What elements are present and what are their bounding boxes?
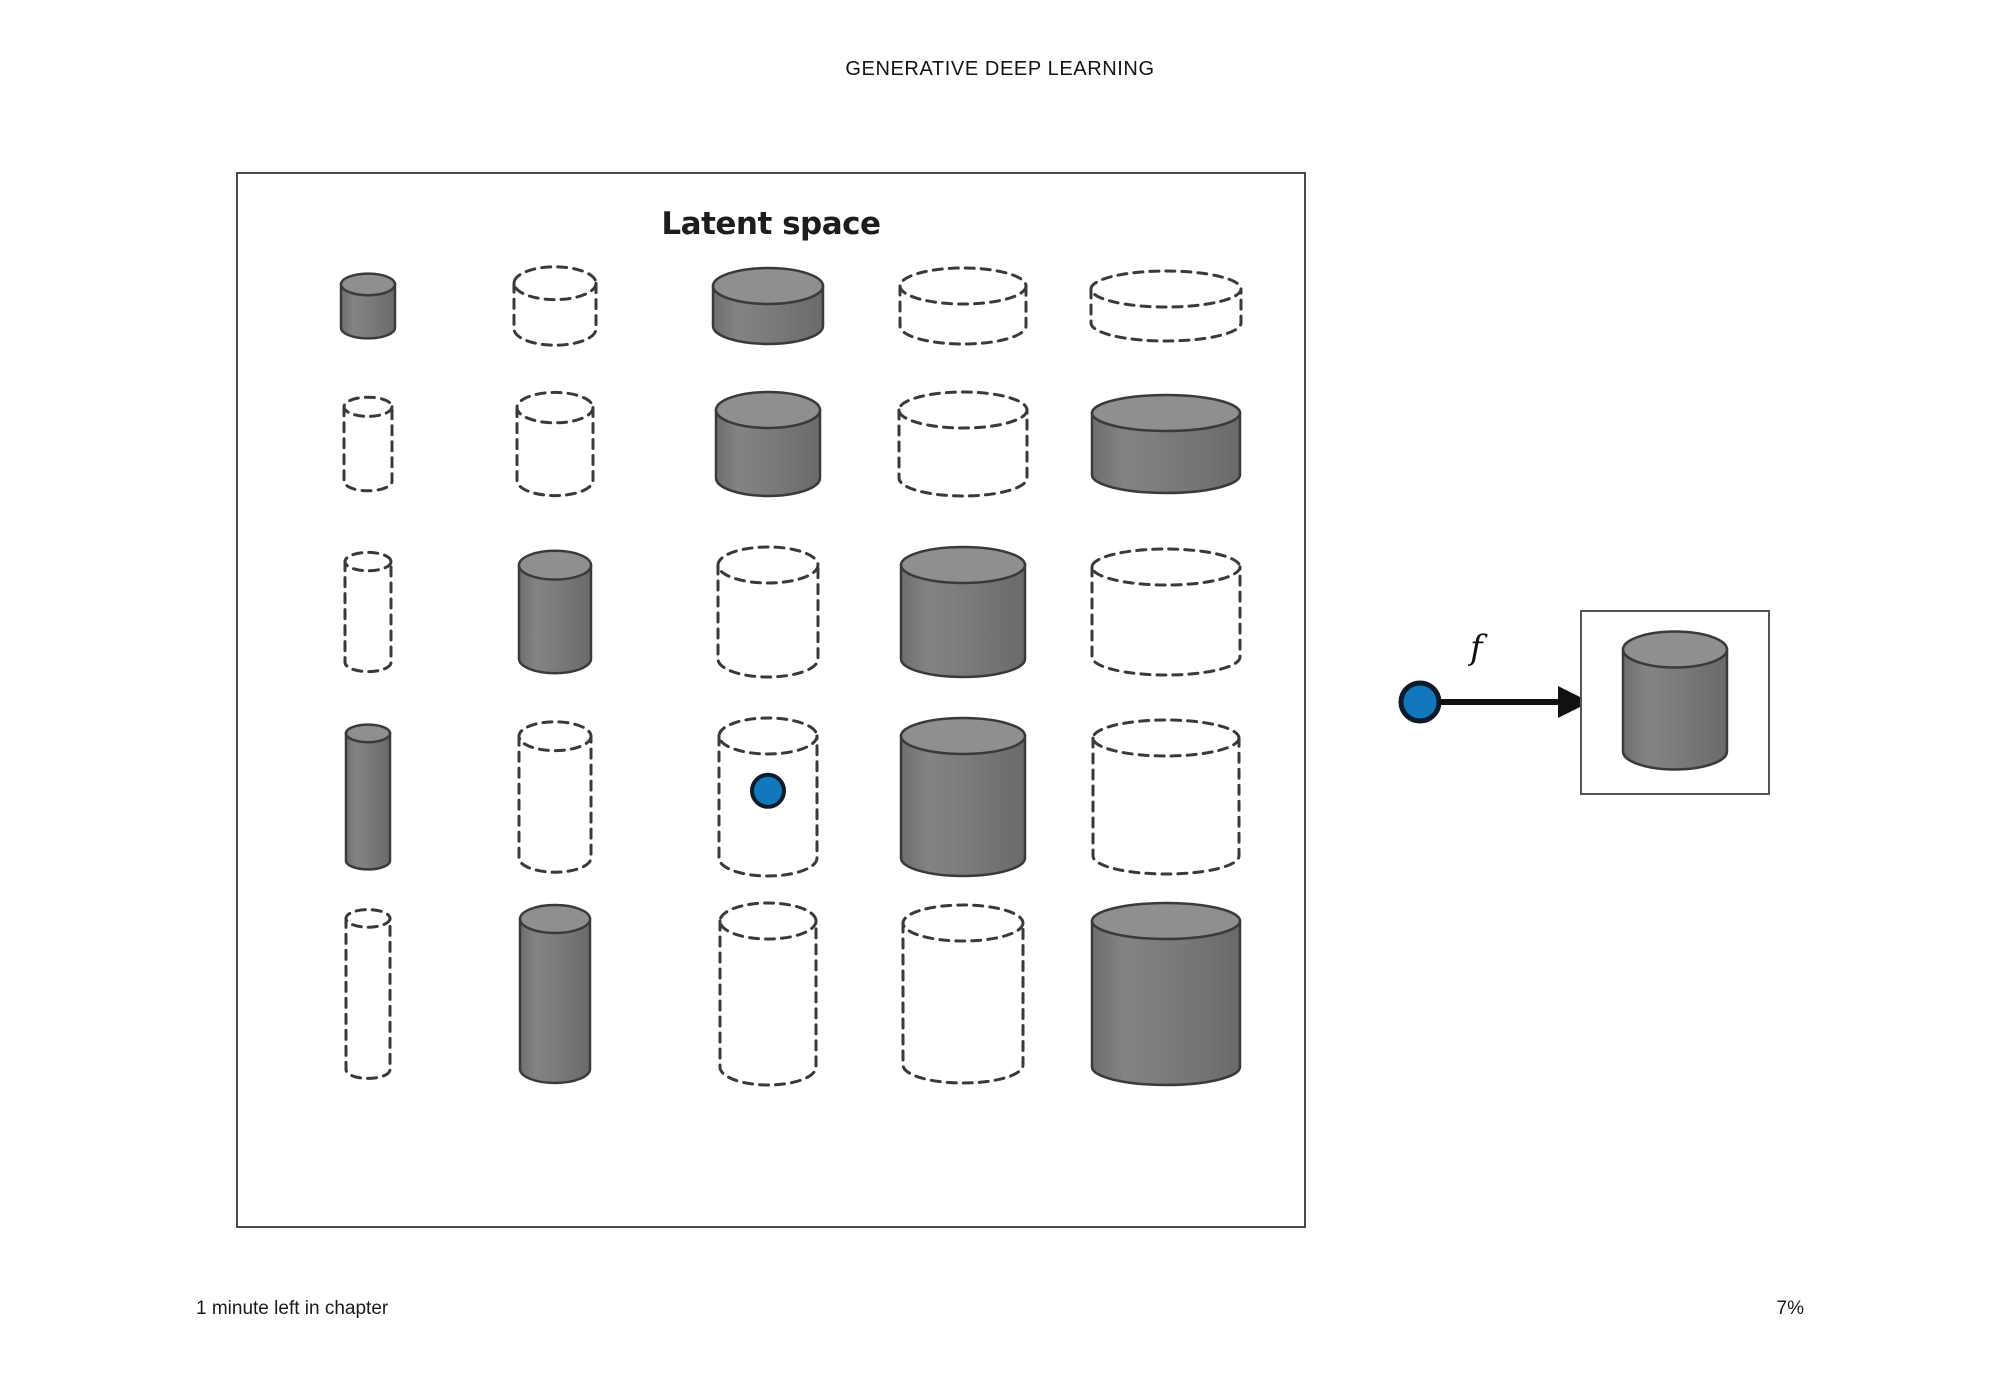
cylinder-top-ellipse xyxy=(714,390,822,430)
latent-point-marker xyxy=(1398,680,1442,724)
latent-cylinder-r5-c1[interactable] xyxy=(338,902,398,1087)
cylinder-top-outline xyxy=(718,901,818,941)
cylinder-top-ellipse xyxy=(1090,393,1242,433)
latent-cylinder-r2-c4[interactable] xyxy=(891,384,1035,504)
decoded-output-box xyxy=(1580,610,1770,795)
cylinder-body-outline xyxy=(343,560,393,674)
cylinder-grid xyxy=(238,174,1308,1230)
cylinder-body xyxy=(517,563,593,675)
decoder-arrow-svg xyxy=(1398,680,1590,724)
cylinder-top-ellipse xyxy=(899,716,1027,756)
cylinder-top-outline xyxy=(342,395,394,418)
cylinder-body-outline xyxy=(344,916,392,1080)
latent-cylinder-r3-c4[interactable] xyxy=(893,539,1033,685)
cylinder-top-outline xyxy=(716,545,820,585)
cylinder-body xyxy=(1090,411,1242,495)
cylinder-body-outline xyxy=(1091,736,1241,876)
latent-cylinder-r1-c2[interactable] xyxy=(506,259,604,353)
latent-cylinder-r2-c5[interactable] xyxy=(1084,387,1248,501)
latent-cylinder-r2-c2[interactable] xyxy=(509,384,601,503)
cylinder-body xyxy=(1090,919,1242,1087)
running-header-title: GENERATIVE DEEP LEARNING xyxy=(845,58,1155,80)
cylinder-body xyxy=(714,408,822,498)
cylinder-body-outline xyxy=(1090,565,1242,677)
latent-cylinder-r4-c4[interactable] xyxy=(893,710,1033,884)
cylinder-top-ellipse xyxy=(339,272,397,297)
cylinder-top-outline xyxy=(1089,269,1243,309)
cylinder-body xyxy=(344,732,392,871)
decoded-cylinder xyxy=(1615,623,1735,782)
cylinder-body xyxy=(518,917,592,1085)
arrow-icon xyxy=(1439,686,1590,718)
cylinder-top-outline xyxy=(1090,547,1242,587)
cylinder-body-outline xyxy=(897,408,1029,498)
cylinder-top-outline xyxy=(901,903,1025,943)
latent-cylinder-r4-c5[interactable] xyxy=(1085,712,1247,882)
cylinder-body-outline xyxy=(718,919,818,1087)
cylinder-top-ellipse xyxy=(518,903,592,935)
latent-cylinder-r5-c3[interactable] xyxy=(712,895,824,1093)
latent-cylinder-r4-c1[interactable] xyxy=(338,717,398,878)
latent-cylinder-r1-c3[interactable] xyxy=(705,260,831,352)
cylinder-top-outline xyxy=(515,390,595,425)
cylinder-body-outline xyxy=(901,921,1025,1085)
latent-cylinder-r1-c5[interactable] xyxy=(1083,263,1249,349)
cylinder-body-outline xyxy=(717,734,819,878)
cylinder-body-outline xyxy=(342,405,394,493)
cylinder-body xyxy=(899,563,1027,679)
cylinder-top-ellipse xyxy=(1621,629,1729,669)
cylinder-body-outline xyxy=(517,734,593,874)
cylinder-body-outline xyxy=(898,284,1028,346)
cylinder-body-outline xyxy=(512,281,598,347)
cylinder-top-ellipse xyxy=(517,549,593,581)
cylinder-top-ellipse xyxy=(899,545,1027,585)
latent-space-title: Latent space xyxy=(661,206,881,242)
selected-latent-point[interactable] xyxy=(750,772,786,809)
cylinder-top-outline xyxy=(897,390,1029,430)
chapter-time-remaining: 1 minute left in chapter xyxy=(196,1298,389,1319)
latent-cylinder-r3-c2[interactable] xyxy=(511,543,599,681)
cylinder-top-ellipse xyxy=(1090,901,1242,941)
cylinder-top-outline xyxy=(343,550,393,573)
cylinder-top-outline xyxy=(1091,718,1241,758)
decoder-group: f xyxy=(1390,600,1810,830)
latent-cylinder-r4-c2[interactable] xyxy=(511,714,599,880)
latent-cylinder-r4-c3[interactable] xyxy=(711,710,825,884)
cylinder-top-outline xyxy=(898,266,1028,306)
latent-cylinder-r3-c5[interactable] xyxy=(1084,541,1248,683)
latent-cylinder-r5-c4[interactable] xyxy=(895,897,1031,1091)
cylinder-body-outline xyxy=(1089,287,1243,343)
cylinder-top-outline xyxy=(344,908,392,929)
latent-cylinder-r5-c5[interactable] xyxy=(1084,895,1248,1093)
cylinder-body-outline xyxy=(515,406,595,498)
function-label-f: f xyxy=(1470,628,1483,668)
latent-space-frame: Latent space xyxy=(236,172,1306,1228)
latent-cylinder-r2-c3[interactable] xyxy=(708,384,828,504)
latent-cylinder-r5-c2[interactable] xyxy=(512,897,598,1091)
cylinder-top-outline xyxy=(512,265,598,302)
cylinder-top-ellipse xyxy=(344,723,392,744)
reading-progress-percent: 7% xyxy=(1776,1298,1804,1319)
cylinder-body xyxy=(339,283,397,340)
latent-cylinder-r1-c1[interactable] xyxy=(333,266,403,347)
latent-cylinder-r2-c1[interactable] xyxy=(336,389,400,499)
latent-cylinder-r3-c1[interactable] xyxy=(337,544,399,679)
cylinder-body xyxy=(1621,647,1729,771)
cylinder-top-outline xyxy=(517,720,593,753)
cylinder-top-ellipse xyxy=(711,266,825,306)
latent-cylinder-r1-c4[interactable] xyxy=(892,260,1034,352)
cylinder-top-outline xyxy=(717,716,819,756)
cylinder-body-outline xyxy=(716,563,820,679)
cylinder-body xyxy=(899,734,1027,878)
latent-cylinder-r3-c3[interactable] xyxy=(710,539,826,685)
